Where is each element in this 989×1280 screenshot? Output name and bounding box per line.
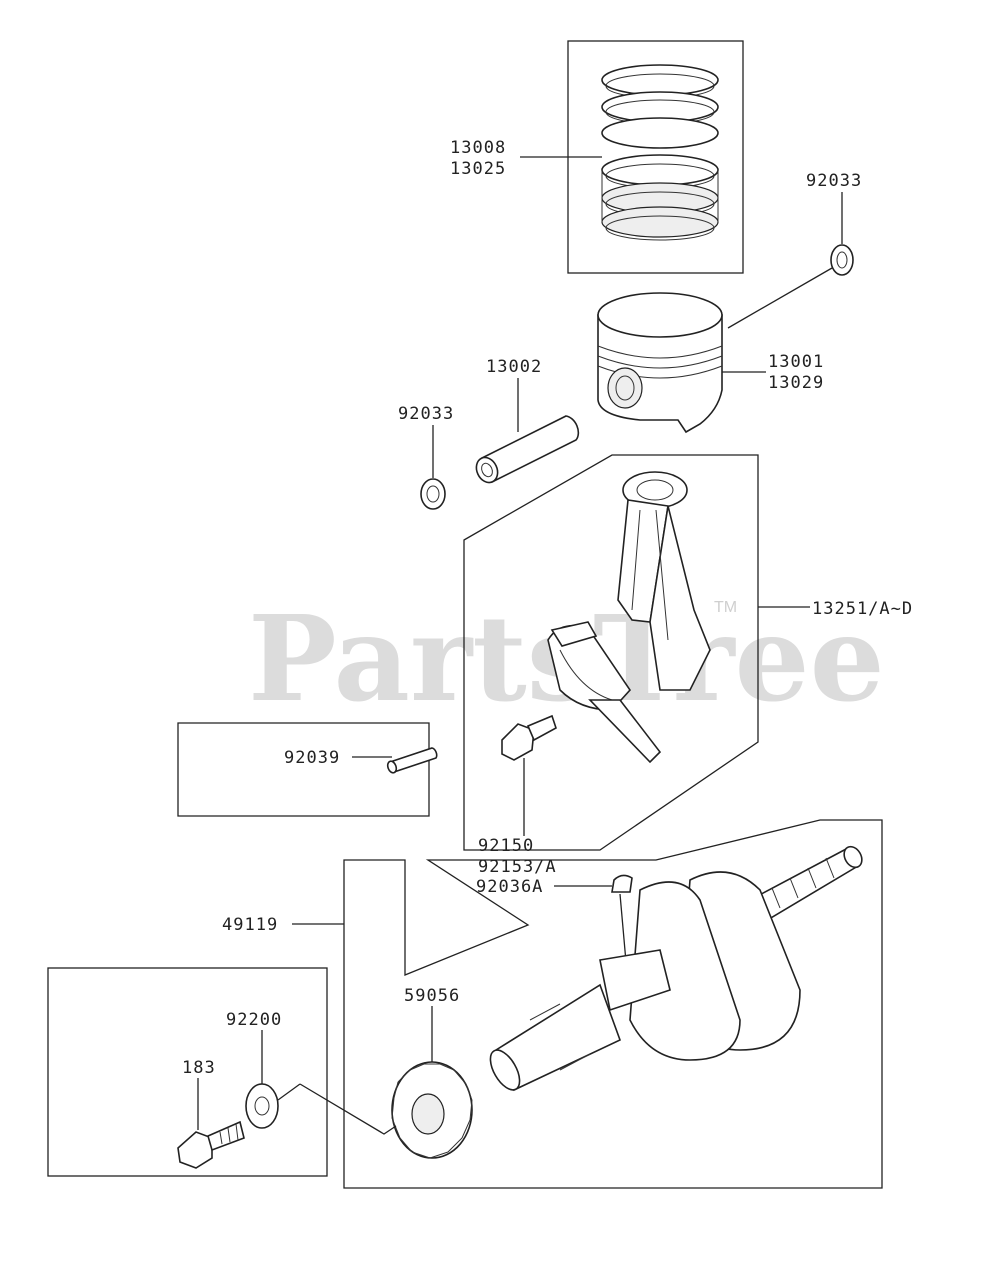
gear-bolt-box xyxy=(47,967,328,1177)
leader-washer-a xyxy=(277,1083,301,1101)
dowel-pin-icon xyxy=(386,747,438,774)
conrod-bolt-icon xyxy=(501,714,557,761)
crank-gear-icon xyxy=(391,1061,473,1159)
part-label-49119[interactable]: 49119 xyxy=(222,915,278,935)
circlip-left-icon xyxy=(420,478,446,510)
trademark-mark: TM xyxy=(714,599,737,616)
washer-icon xyxy=(245,1083,279,1129)
piston-rings-icon xyxy=(601,64,719,241)
part-label-92033-right[interactable]: 92033 xyxy=(806,171,862,191)
part-label-183[interactable]: 183 xyxy=(182,1058,216,1078)
connecting-rod-box xyxy=(463,454,759,851)
part-label-13001[interactable]: 13001 xyxy=(768,352,824,372)
part-label-13002[interactable]: 13002 xyxy=(486,357,542,377)
piston-icon xyxy=(597,292,723,434)
part-label-92036a[interactable]: 92036A xyxy=(476,877,543,897)
part-label-13029[interactable]: 13029 xyxy=(768,373,824,393)
part-label-13008[interactable]: 13008 xyxy=(450,138,506,158)
piston-pin-icon xyxy=(475,415,580,484)
part-label-13025[interactable]: 13025 xyxy=(450,159,506,179)
part-label-92033-left[interactable]: 92033 xyxy=(398,404,454,424)
crankshaft-icon xyxy=(489,845,863,1092)
leader-washer-to-gear xyxy=(299,1083,397,1135)
part-label-13251[interactable]: 13251/A~D xyxy=(812,599,913,619)
bolt-183-icon xyxy=(177,1120,245,1169)
part-label-92200[interactable]: 92200 xyxy=(226,1010,282,1030)
part-label-92039[interactable]: 92039 xyxy=(284,748,340,768)
crankshaft-box xyxy=(343,819,883,1189)
circlip-right-icon xyxy=(830,244,854,276)
part-label-92150[interactable]: 92150 xyxy=(478,836,534,856)
connecting-rod-icon xyxy=(547,471,711,764)
leader-key-to-crank xyxy=(619,893,627,963)
pin-92039-box xyxy=(177,722,430,817)
part-label-92153[interactable]: 92153/A xyxy=(478,857,557,877)
leader-clip-to-piston xyxy=(727,267,833,329)
woodruff-key-icon xyxy=(611,874,633,893)
part-label-59056[interactable]: 59056 xyxy=(404,986,460,1006)
